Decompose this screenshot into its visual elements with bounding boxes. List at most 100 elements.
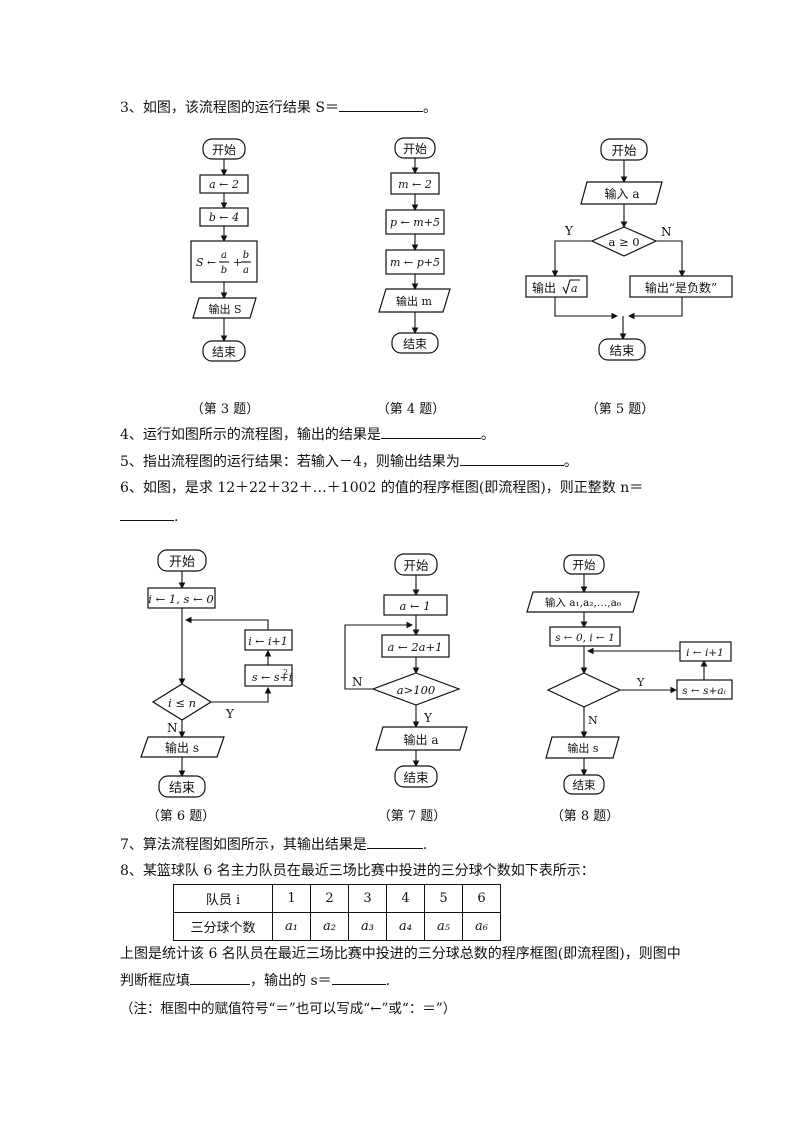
svg-text:输出 s: 输出 s <box>567 741 598 755</box>
fc5-output-sqrt <box>525 275 588 298</box>
question-5: 5、指出流程图的运行结果：若输入－4，则输出结果为。 <box>120 451 578 471</box>
svg-text:Y: Y <box>636 676 645 689</box>
svg-text:a: a <box>243 265 249 276</box>
svg-text:开始: 开始 <box>573 558 596 572</box>
svg-text:N: N <box>588 714 598 727</box>
svg-text:i ← i+1: i ← i+1 <box>686 647 724 659</box>
svg-text:输入 a: 输入 a <box>605 186 640 201</box>
svg-text:输出 s: 输出 s <box>165 740 199 755</box>
svg-text:开始: 开始 <box>403 558 429 573</box>
table-cell: a₄ <box>386 912 425 941</box>
question-8-after-2: 判断框应填，输出的 s＝. <box>120 970 390 990</box>
answer-blank-4 <box>380 424 481 439</box>
fc3-end <box>202 340 246 362</box>
svg-text:结束: 结束 <box>212 345 236 359</box>
svg-text:a ← 2: a ← 2 <box>209 178 239 191</box>
svg-text:结束: 结束 <box>169 781 195 796</box>
caption-q6: （第 6 题） <box>146 809 216 824</box>
svg-text:b: b <box>243 250 249 261</box>
svg-text:N: N <box>661 225 672 239</box>
fc5-end <box>598 338 646 361</box>
svg-text:2: 2 <box>283 668 288 677</box>
svg-text:结束: 结束 <box>573 778 596 792</box>
fc4-end <box>391 332 439 354</box>
fc4-output <box>378 288 451 313</box>
question-7: 7、算法流程图如图所示，其输出结果是. <box>120 834 427 854</box>
svg-text:+: + <box>233 256 242 269</box>
svg-text:结束: 结束 <box>403 770 429 785</box>
svg-text:i ≤ n: i ≤ n <box>168 696 196 710</box>
fc8-end <box>563 774 605 795</box>
svg-text:a: a <box>221 250 227 261</box>
question-7-text: 7、算法流程图如图所示，其输出结果是 <box>120 837 367 853</box>
table-header-cell: 三分球个数 <box>173 912 273 941</box>
question-6-cont: . <box>120 506 178 525</box>
svg-text:i ← i+1: i ← i+1 <box>248 635 287 648</box>
table-cell: a₂ <box>310 912 349 941</box>
question-6: 6、如图，是求 12＋22＋32＋…＋1002 的值的程序框图(即流程图)，则正… <box>120 477 643 497</box>
answer-blank-6 <box>120 506 174 521</box>
fc8-output <box>545 736 620 759</box>
caption-q3: （第 3 题） <box>190 402 260 417</box>
fc7-end <box>394 765 438 788</box>
question-8-text: 8、某篮球队 6 名主力队员在最近三场比赛中投进的三分球个数如下表所示： <box>120 863 595 879</box>
answer-blank-7 <box>366 834 423 849</box>
svg-text:输出: 输出 <box>532 280 556 295</box>
question-8-after: 上图是统计该 6 名队员在最近三场比赛中投进的三分球总数的程序框图(即流程图)，… <box>120 946 681 962</box>
flowchart-q7: 开始 a ← 1 a ← 2a+1 a>100 N Y 输出 a 结束 <box>344 553 468 788</box>
flowchart-q6: 开始 i ← 1, s ← 0 i ≤ n Y s ← s+i 2 i ← i+… <box>140 549 293 798</box>
svg-text:输出 a: 输出 a <box>404 732 439 747</box>
svg-text:N: N <box>352 675 363 689</box>
question-3: 3、如图，该流程图的运行结果 S＝。 <box>120 97 437 117</box>
fc8-init <box>549 626 621 647</box>
svg-text:Y: Y <box>225 707 235 721</box>
table-cell: a₃ <box>348 912 387 941</box>
answer-blank-5 <box>459 451 564 466</box>
table-cell: a₆ <box>462 912 501 941</box>
svg-text:p ← m+5: p ← m+5 <box>390 216 440 229</box>
fc8-condition <box>546 672 622 708</box>
svg-text:输出 m: 输出 m <box>396 294 432 308</box>
svg-text:输入 a₁,a₂,…,a₆: 输入 a₁,a₂,…,a₆ <box>545 596 621 609</box>
fc7-output <box>375 726 468 751</box>
fc3-output <box>192 297 257 319</box>
svg-text:S ←: S ← <box>196 256 216 269</box>
table-row: 三分球个数 a₁ a₂ a₃ a₄ a₅ a₆ <box>173 912 501 941</box>
svg-text:结束: 结束 <box>403 337 427 351</box>
svg-text:开始: 开始 <box>169 555 195 570</box>
flowchart-q5: 开始 输入 a a ≥ 0 Y N 输出 a 输出“是负数” 结束 <box>525 138 733 361</box>
table-cell: 1 <box>272 884 311 913</box>
svg-text:Y: Y <box>423 711 433 725</box>
svg-text:s ← s+i: s ← s+i <box>252 671 292 684</box>
fc5-output-negative <box>629 275 733 298</box>
answer-blank-8b <box>331 970 386 985</box>
svg-text:a>100: a>100 <box>397 683 435 697</box>
svg-text:a ← 2a+1: a ← 2a+1 <box>388 640 443 654</box>
fc5-input <box>580 181 663 205</box>
svg-text:a: a <box>571 282 578 295</box>
svg-text:b ← 4: b ← 4 <box>209 211 239 224</box>
question-4: 4、运行如图所示的流程图，输出的结果是。 <box>120 424 495 444</box>
question-5-text: 5、指出流程图的运行结果：若输入－4，则输出结果为 <box>120 454 460 470</box>
flowchart-q3: 开始 a ← 2 b ← 4 S ← a b + b a 输出 S 结束 <box>190 138 258 362</box>
question-3-text: 3、如图，该流程图的运行结果 S＝ <box>120 100 339 116</box>
svg-text:m ← p+5: m ← p+5 <box>390 256 440 269</box>
flowchart-q8: 开始 输入 a₁,a₂,…,a₆ s ← 0, i ← 1 Y s ← s+aᵢ… <box>526 554 733 795</box>
svg-text:N: N <box>167 721 178 735</box>
table-cell: a₁ <box>272 912 311 941</box>
svg-text:输出“是负数”: 输出“是负数” <box>645 280 717 295</box>
svg-text:a ≥ 0: a ≥ 0 <box>608 235 639 249</box>
svg-text:s ← s+aᵢ: s ← s+aᵢ <box>682 685 725 697</box>
three-point-table: 队员 i 1 2 3 4 5 6 三分球个数 a₁ a₂ a₃ a₄ a₅ a₆ <box>173 884 501 941</box>
svg-text:Y: Y <box>564 224 574 238</box>
svg-text:i ← 1, s ← 0: i ← 1, s ← 0 <box>148 592 213 606</box>
caption-q8: （第 8 题） <box>550 809 620 824</box>
svg-text:开始: 开始 <box>212 143 236 157</box>
svg-text:b: b <box>221 265 227 276</box>
fc6-output <box>140 736 225 758</box>
svg-text:开始: 开始 <box>403 142 427 156</box>
caption-q4: （第 4 题） <box>376 402 446 417</box>
fc8-input <box>526 591 640 613</box>
fc5-condition <box>590 226 658 257</box>
